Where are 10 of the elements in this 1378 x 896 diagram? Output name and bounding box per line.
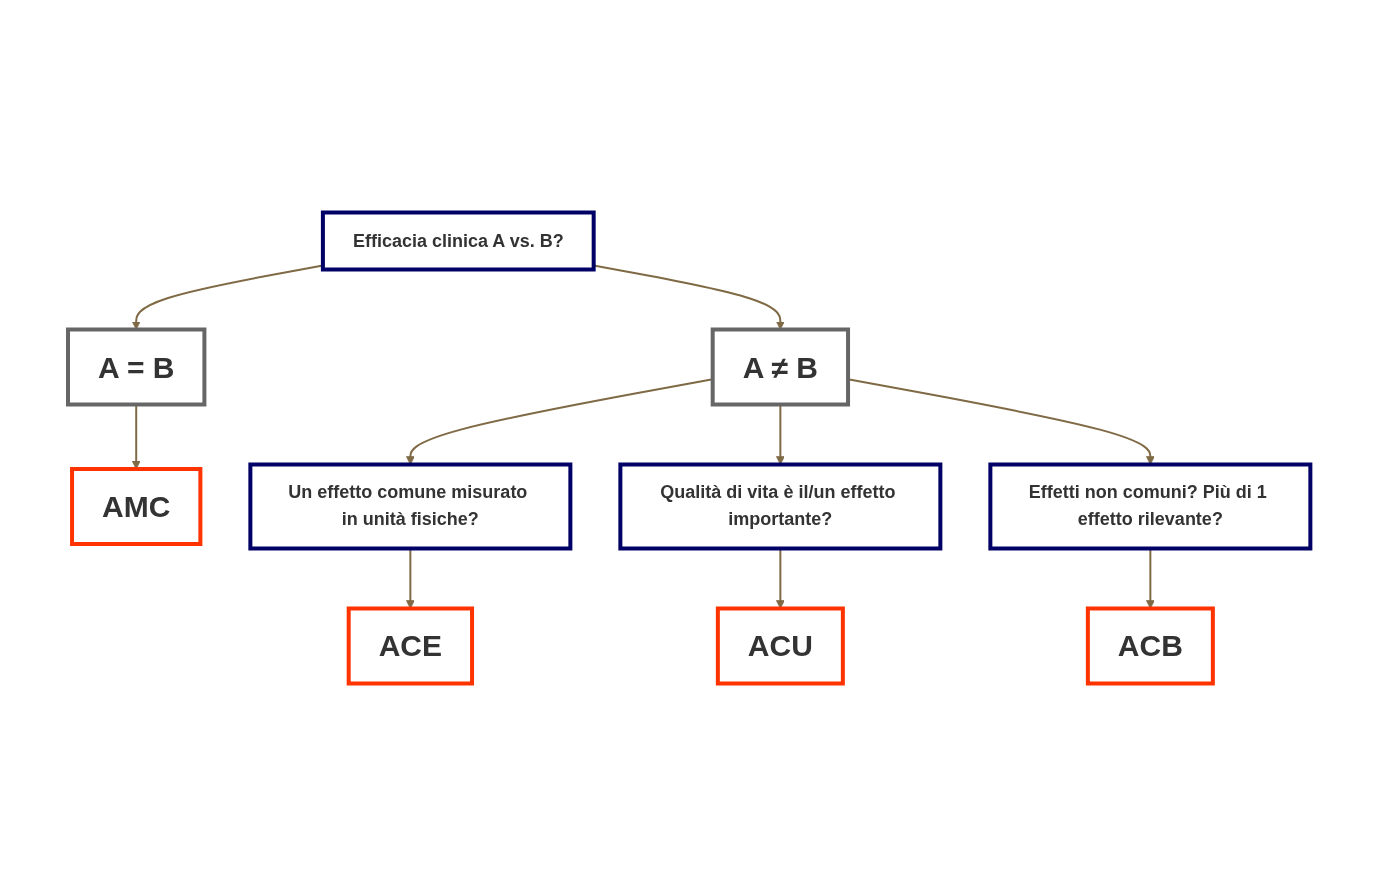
- node-box: Efficacia clinica A vs. B?: [320, 210, 596, 272]
- node-box: ACE: [346, 606, 474, 686]
- node-box: Qualità di vita è il/un effetto importante?: [618, 462, 943, 551]
- node-box: A = B: [65, 327, 207, 407]
- node-box: A ≠ B: [710, 327, 850, 407]
- node-box: ACB: [1085, 606, 1215, 686]
- node-box: AMC: [69, 467, 203, 546]
- node-box: Effetti non comuni? Più di 1 effetto rilevante?: [988, 462, 1313, 551]
- node-box: Un effetto comune misurato in unità fisiche?: [248, 462, 573, 551]
- node-box: ACU: [715, 606, 845, 686]
